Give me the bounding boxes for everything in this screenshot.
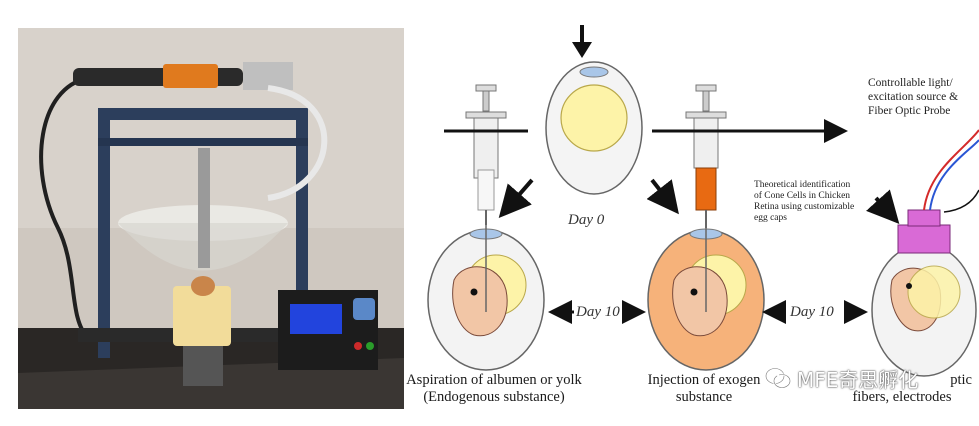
watermark-text: MFE奇思孵化 [797, 364, 918, 393]
apparatus-photo [18, 28, 404, 409]
injection-caption: Injection of exogen substance [640, 372, 768, 406]
aspiration-caption: Aspiration of albumen or yolk (Endogenou… [405, 372, 583, 406]
day0-egg [546, 62, 642, 194]
theoretical-note: Theoretical identification of Cone Cells… [754, 180, 874, 224]
controllable-label: Controllable light/ excitation source & … [868, 76, 979, 118]
fiber-egg [872, 130, 979, 376]
egg-diagram-drawing [404, 0, 979, 421]
wechat-icon [765, 367, 791, 389]
watermark: MFE奇思孵化 [765, 362, 918, 394]
day10-right-label: Day 10 [790, 304, 834, 321]
day10-left-label: Day 10 [576, 304, 620, 321]
apparatus-photo-drawing [18, 28, 404, 409]
aspiration-egg [428, 225, 544, 370]
middle-syringe [686, 85, 726, 228]
left-syringe [444, 85, 528, 225]
injection-egg [648, 228, 764, 370]
egg-diagram [404, 0, 979, 421]
day0-label: Day 0 [568, 212, 604, 229]
